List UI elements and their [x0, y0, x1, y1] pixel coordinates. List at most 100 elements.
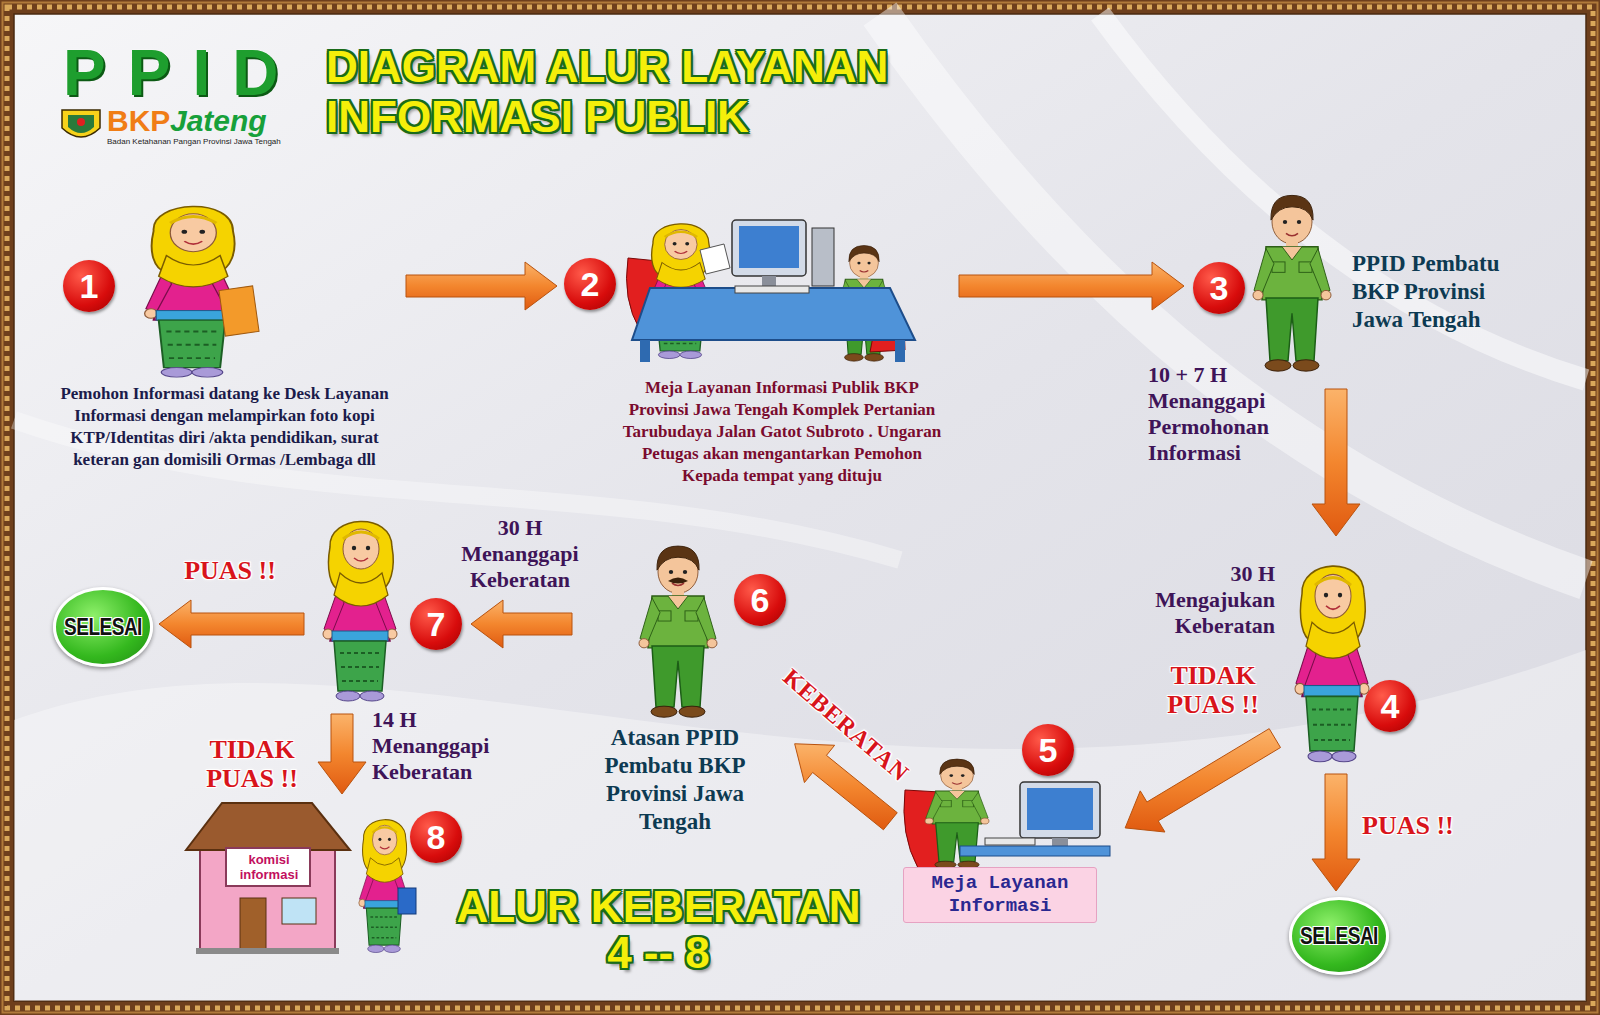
flow-arrow [471, 600, 572, 648]
flow-arrow [959, 262, 1184, 310]
house-illustration [196, 948, 339, 954]
flow-arrow [1312, 774, 1360, 891]
desk-officer-illustration [904, 759, 1110, 868]
service-desk-illustration [895, 340, 905, 362]
background-swoosh [14, 14, 1586, 1001]
step-node: 4 [1280, 542, 1420, 768]
service-desk-illustration [762, 276, 776, 286]
edge-label: PUAS !! [160, 556, 300, 585]
sign-text: komisi informasi [230, 852, 308, 882]
callout-number: 2 [564, 258, 616, 310]
service-desk-illustration [632, 288, 915, 340]
end-oval: SELESAI [1289, 897, 1389, 975]
background-swoosh [880, 14, 1586, 580]
background-swoosh [1100, 14, 1586, 380]
service-desk-illustration [732, 220, 806, 276]
service-desk-illustration [627, 220, 916, 362]
desk-officer-illustration [960, 846, 1110, 856]
applicant-figure [323, 521, 397, 701]
house-illustration [226, 848, 310, 886]
step-node: 7 [310, 500, 465, 708]
desk-label: Meja Layanan Informasi [903, 867, 1097, 923]
house-illustration [282, 898, 316, 924]
step-node: 5Meja Layanan Informasi [895, 720, 1120, 927]
time-note: 14 H Menanggapi Keberatan [372, 707, 512, 785]
step-node: 3 PPID Pembatu BKP Provinsi Jawa Tengah [1190, 184, 1525, 383]
officer-figure [1253, 195, 1331, 371]
flow-arrow [406, 262, 557, 310]
time-note: 30 H Mengajukan Keberatan [1125, 561, 1275, 639]
service-desk-illustration [739, 226, 799, 268]
logo-text: BKP [107, 104, 170, 138]
connector-group [159, 262, 1360, 891]
logo-text: PPID [63, 38, 300, 108]
logo-emblem [77, 118, 85, 126]
callout-number: 5 [1022, 724, 1074, 776]
role-label: PPID Pembatu BKP Provinsi Jawa Tengah [1352, 250, 1502, 334]
applicant-figure [1295, 566, 1369, 762]
step-node: 6Atasan PPID Pembatu BKP Provinsi Jawa T… [578, 525, 790, 840]
diagram-caption: ALUR KEBERATAN 4 -- 8 [446, 884, 871, 976]
desk-officer-illustration [1020, 782, 1100, 838]
callout-number: 4 [1364, 680, 1416, 732]
supervisor-figure [668, 578, 688, 584]
frame [3, 3, 1598, 1013]
service-desk-illustration [640, 340, 650, 362]
logo-emblem [62, 110, 100, 137]
flow-arrow [318, 714, 366, 794]
edge-label: TIDAK PUAS !! [196, 735, 308, 793]
applicant-figure [323, 521, 397, 701]
applicant-figure [1295, 566, 1369, 762]
step-node: 1Pemohon Informasi datang ke Desk Layana… [51, 185, 400, 503]
edge-label: PUAS !! [1362, 811, 1502, 840]
applicant-figure [219, 286, 259, 336]
end-label: SELESAI [1300, 922, 1378, 951]
step-description: Pemohon Informasi datang ke Desk Layanan… [51, 383, 398, 471]
flow-arrow [1312, 389, 1360, 536]
callout-number: 6 [734, 574, 786, 626]
edge-label: TIDAK PUAS !! [1158, 661, 1268, 719]
edge-label: 10 + 7 H Menanggapi Permohonan Informasi [1148, 362, 1298, 466]
edge-label: 30 H Menanggapi Keberatan [445, 515, 595, 593]
applicant-figure [398, 888, 416, 914]
flow-arrow [159, 600, 304, 648]
desk-officer-illustration [985, 838, 1035, 845]
end-oval: SELESAI [53, 587, 153, 667]
applicant-figure [145, 207, 259, 378]
role-label: Atasan PPID Pembatu BKP Provinsi Jawa Te… [590, 724, 760, 836]
service-desk-illustration [812, 228, 834, 286]
applicant-figure [359, 820, 416, 953]
service-desk-illustration [700, 244, 730, 274]
house-illustration [186, 803, 350, 954]
service-desk-illustration [735, 286, 809, 293]
callout-number: 8 [410, 811, 462, 863]
house-illustration [240, 898, 266, 950]
house-illustration [200, 846, 335, 950]
callout-number: 1 [63, 260, 115, 312]
supervisor-figure [639, 546, 717, 717]
logo-emblem [68, 115, 94, 133]
step-node: 8 komisi informasi [189, 800, 464, 955]
logo-subtitle: Badan Ketahanan Pangan Provinsi Jawa Ten… [107, 137, 281, 147]
desk-officer-illustration [1027, 788, 1093, 830]
officer-figure [1253, 195, 1331, 371]
end-label: SELESAI [64, 613, 142, 642]
logo-emblem [62, 110, 100, 137]
flow-arrow [1125, 729, 1280, 832]
supervisor-figure [639, 546, 717, 717]
diagram-title: DIAGRAM ALUR LAYANAN INFORMASI PUBLIK [326, 42, 1046, 142]
applicant-figure [359, 820, 409, 953]
frame [7, 7, 1593, 1008]
step-node: 2Meja Layanan Informasi Publik BKP Provi… [563, 205, 953, 510]
house-illustration [186, 803, 350, 850]
frame [14, 14, 1586, 1001]
callout-number: 3 [1193, 262, 1245, 314]
step-description: Meja Layanan Informasi Publik BKP Provin… [615, 377, 949, 487]
callout-number: 7 [410, 598, 462, 650]
logo-text: Jateng [170, 104, 267, 138]
